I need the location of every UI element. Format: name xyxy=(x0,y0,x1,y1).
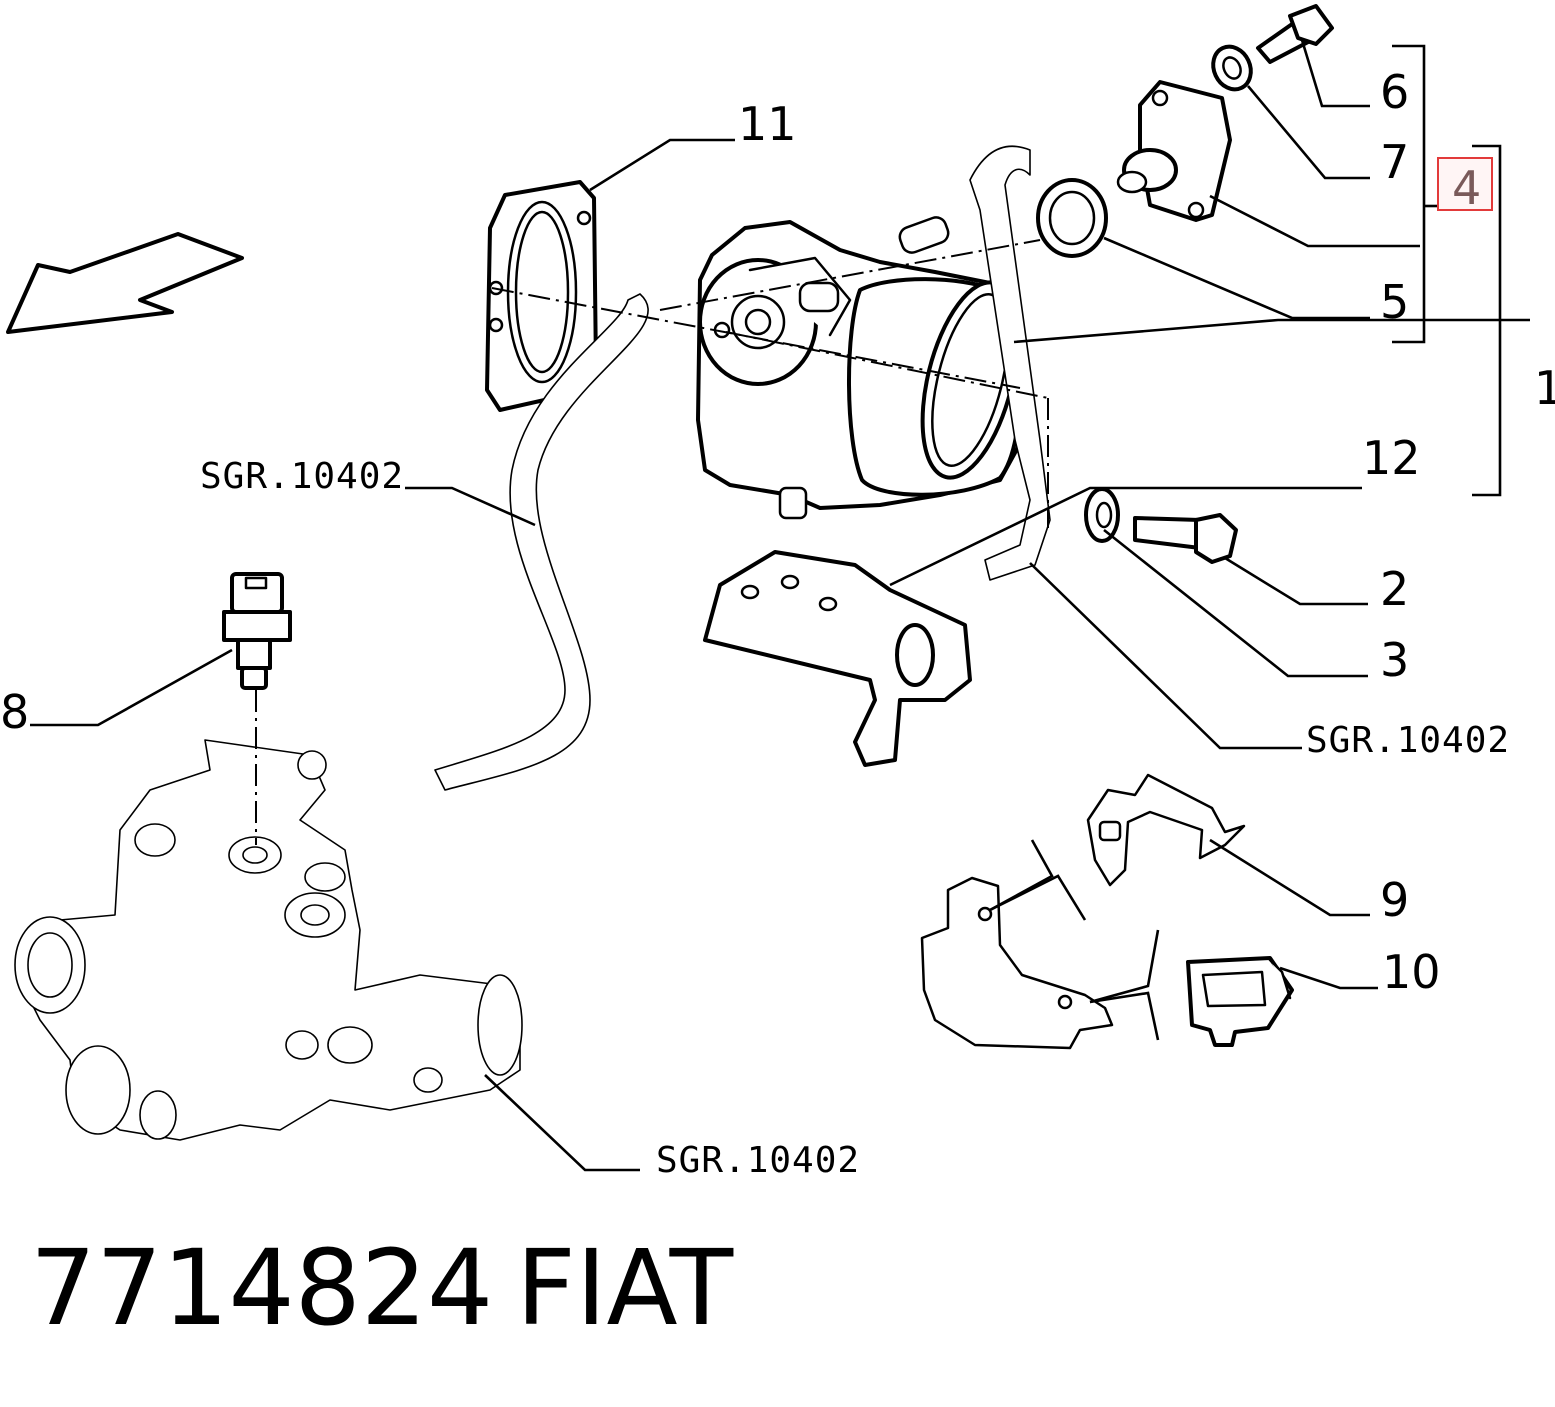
bolt-part-2[interactable] xyxy=(1133,513,1238,564)
o-ring-part-5[interactable] xyxy=(1036,178,1108,258)
ref-housing[interactable]: SGR.10402 xyxy=(656,1140,860,1181)
idle-actuator-part-4[interactable] xyxy=(1116,80,1232,222)
tube-part xyxy=(969,145,1051,581)
brand-name: FIAT xyxy=(516,1227,734,1349)
callout-2[interactable]: 2 xyxy=(1380,562,1409,616)
sensor-part-8[interactable] xyxy=(222,572,292,690)
callout-7[interactable]: 7 xyxy=(1380,135,1409,189)
screw-part-6[interactable] xyxy=(1256,4,1334,64)
washer-part-7[interactable] xyxy=(1206,40,1257,95)
ref-pipe[interactable]: SGR.10402 xyxy=(1306,720,1510,761)
axis-lines xyxy=(255,239,1049,845)
washer-part-3[interactable] xyxy=(1084,487,1120,543)
callout-5[interactable]: 5 xyxy=(1380,275,1409,329)
thermostat-housing xyxy=(14,739,523,1141)
connector-part-10[interactable] xyxy=(1186,956,1294,1047)
highlight-box xyxy=(1437,157,1493,211)
part-number: 7714824 xyxy=(30,1227,493,1349)
ref-hose[interactable]: SGR.10402 xyxy=(200,456,404,497)
callout-3[interactable]: 3 xyxy=(1380,633,1409,687)
bracket-part-12[interactable] xyxy=(703,550,972,767)
mounting-bracket xyxy=(920,876,1114,1050)
callout-10[interactable]: 10 xyxy=(1382,945,1441,999)
direction-arrow-icon xyxy=(6,232,244,334)
callout-11[interactable]: 11 xyxy=(738,97,797,151)
callout-8[interactable]: 8 xyxy=(0,685,29,739)
hose-part xyxy=(434,293,649,791)
leader-lines xyxy=(30,39,1530,1172)
clip-part-9[interactable] xyxy=(1086,773,1246,887)
gasket-part-11[interactable] xyxy=(485,180,598,412)
callout-4[interactable]: 4 xyxy=(1452,161,1481,215)
callout-1[interactable]: 1 xyxy=(1534,361,1555,415)
callout-12[interactable]: 12 xyxy=(1362,431,1421,485)
callout-6[interactable]: 6 xyxy=(1380,65,1409,119)
callout-9[interactable]: 9 xyxy=(1380,873,1409,927)
throttle-body-part-1[interactable] xyxy=(696,215,1035,520)
